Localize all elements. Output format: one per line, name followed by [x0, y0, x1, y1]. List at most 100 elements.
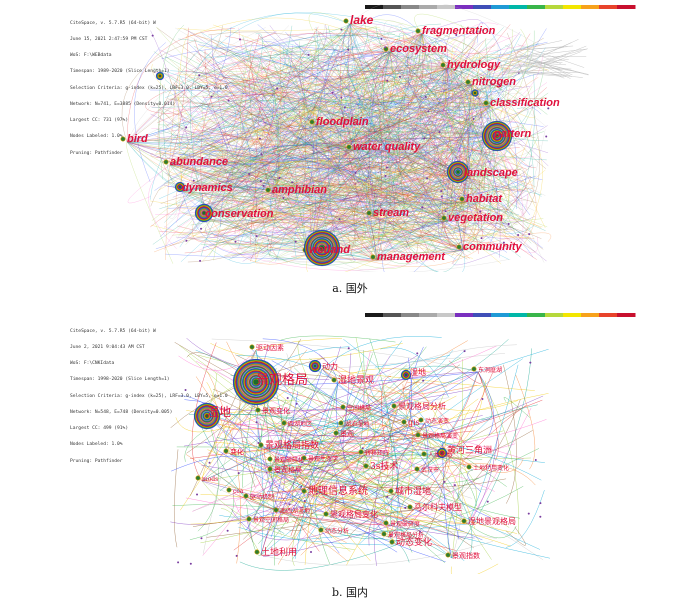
keyword-node — [415, 432, 421, 438]
co-occurrence-edge — [201, 348, 549, 482]
keyword-node — [483, 100, 489, 106]
colorbar-segment — [563, 313, 582, 317]
keyword-label: 湖泊湿地 — [345, 420, 369, 428]
caption-foreign: a. 国外 — [332, 282, 368, 295]
keyword-label: 动态分析 — [325, 527, 349, 535]
co-occurrence-edge — [265, 424, 409, 481]
co-occurrence-edge — [387, 536, 410, 563]
co-occurrence-edge — [211, 338, 479, 373]
minor-node — [440, 195, 443, 198]
co-occurrence-edge — [375, 26, 495, 138]
keyword-label: 动力 — [322, 361, 338, 371]
co-occurrence-edge — [169, 76, 247, 166]
minor-node — [255, 421, 258, 424]
co-occurrence-edge — [240, 39, 546, 127]
keyword-node — [383, 520, 389, 526]
keyword-node — [243, 493, 249, 499]
co-occurrence-edge — [446, 38, 499, 74]
co-occurrence-edge — [263, 110, 508, 245]
meta-line: Pruning: Pathfinder — [70, 458, 123, 464]
colorbar-segment — [617, 5, 636, 9]
keyword-node — [391, 403, 397, 409]
co-occurrence-edge — [365, 33, 423, 251]
co-occurrence-edge — [278, 448, 335, 499]
co-occurrence-edge — [351, 220, 449, 256]
co-occurrence-edge — [359, 227, 483, 231]
co-occurrence-edge — [372, 204, 498, 217]
co-occurrence-edge — [389, 51, 508, 179]
co-occurrence-edge — [200, 81, 410, 128]
co-occurrence-edge — [260, 358, 523, 556]
keyword-label: 湿地景观 — [338, 374, 374, 386]
co-occurrence-edge — [397, 408, 477, 507]
keyword-node — [338, 420, 344, 426]
co-occurrence-edge — [446, 430, 533, 460]
citation-ring-node — [174, 181, 186, 193]
minor-node — [177, 561, 180, 564]
co-occurrence-edge — [187, 354, 469, 525]
co-occurrence-edge — [192, 468, 371, 512]
meta-line: June 15, 2021 2:47:59 PM CST — [70, 37, 148, 43]
co-occurrence-edge — [436, 84, 522, 87]
co-occurrence-edge — [310, 230, 464, 251]
co-occurrence-edge — [384, 420, 399, 495]
co-occurrence-edge — [389, 51, 492, 223]
meta-line: Largest CC: 499 (91%) — [70, 426, 129, 432]
co-occurrence-edge — [286, 392, 312, 428]
meta-line: CiteSpace, v. 5.7.R5 (64-bit) W — [70, 328, 156, 334]
co-occurrence-edge — [382, 67, 448, 162]
co-occurrence-edge — [228, 83, 278, 260]
co-occurrence-edge — [193, 142, 489, 203]
co-occurrence-edge — [126, 141, 286, 194]
co-occurrence-edge — [185, 497, 391, 527]
co-occurrence-edge — [397, 422, 426, 525]
co-occurrence-edge — [231, 72, 473, 103]
co-occurrence-edge — [415, 67, 449, 132]
co-occurrence-edge — [318, 354, 398, 415]
co-occurrence-edge — [200, 76, 360, 145]
co-occurrence-edge — [170, 493, 309, 525]
co-occurrence-edge — [407, 424, 476, 529]
co-occurrence-edge — [183, 55, 410, 123]
keyword-label: 景观格局变化 — [330, 509, 378, 519]
colorbar-segment — [473, 5, 492, 9]
keyword-label: 转移矩阵 — [365, 449, 389, 457]
co-occurrence-edge — [249, 109, 369, 257]
co-occurrence-edge — [154, 69, 419, 191]
keyword-label: water quality — [353, 141, 421, 153]
co-occurrence-edge — [477, 371, 519, 535]
co-occurrence-edge — [321, 353, 505, 370]
co-occurrence-edge — [302, 133, 495, 193]
colorbar-segment — [383, 5, 402, 9]
co-occurrence-edge — [467, 523, 517, 539]
co-occurrence-edge — [204, 216, 407, 263]
co-occurrence-edge — [256, 211, 410, 269]
co-occurrence-edge — [214, 67, 448, 242]
co-occurrence-edge — [351, 29, 403, 98]
minor-node — [198, 74, 201, 77]
minor-node — [424, 95, 427, 98]
co-occurrence-edge — [387, 369, 495, 538]
co-occurrence-edge — [206, 415, 340, 554]
keyword-label: 景观格局 — [274, 465, 302, 474]
co-occurrence-edge — [377, 19, 483, 53]
co-occurrence-edge — [181, 63, 272, 192]
co-occurrence-edge — [302, 33, 423, 236]
co-occurrence-edge — [348, 67, 448, 187]
co-occurrence-edge — [126, 25, 289, 143]
minor-node — [398, 75, 401, 78]
co-occurrence-edge — [156, 101, 257, 158]
co-occurrence-edge — [261, 70, 422, 255]
co-occurrence-edge — [163, 124, 389, 188]
minor-node — [480, 237, 483, 240]
co-occurrence-edge — [271, 189, 518, 225]
co-occurrence-edge — [189, 492, 235, 540]
co-occurrence-edge — [169, 144, 199, 179]
minor-node — [386, 79, 389, 82]
co-occurrence-edge — [177, 27, 380, 32]
citation-ring-node — [471, 89, 479, 97]
co-occurrence-edge — [315, 48, 531, 126]
co-occurrence-edge — [126, 45, 388, 143]
co-occurrence-edge — [241, 201, 467, 248]
co-occurrence-edge — [275, 425, 289, 480]
